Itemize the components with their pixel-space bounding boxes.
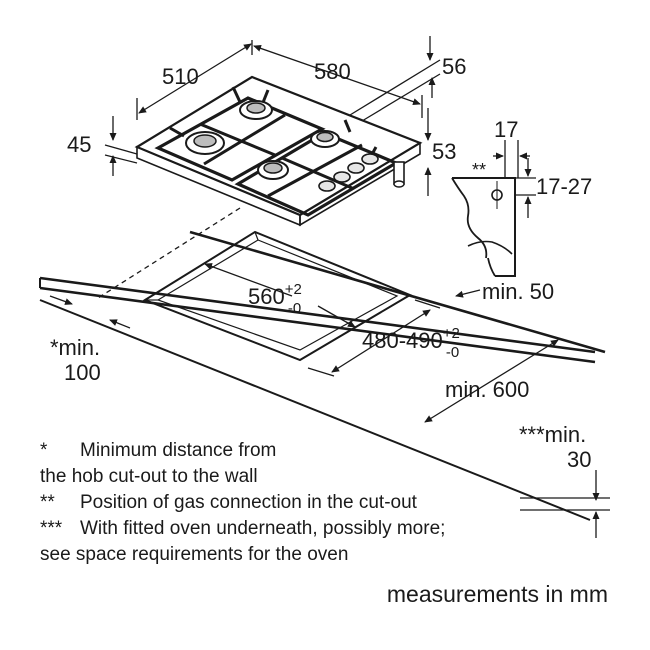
dim-cutout-width: 560+2-0 (248, 281, 302, 317)
legend-text: With fitted oven underneath, possibly mo… (80, 518, 446, 539)
legend-mark: * (40, 440, 48, 461)
dim-hob-depth: 510 (162, 64, 199, 89)
legend-text: Position of gas connection in the cut-ou… (80, 492, 417, 513)
dim-gas-height: 17-27 (536, 174, 592, 199)
gas-hob (134, 75, 423, 227)
burner-rear-right (310, 130, 340, 148)
dim-min-oven-line1: ***min. (519, 422, 586, 447)
legend-mark: ** (40, 492, 55, 513)
legend: * Minimum distance from the hob cut-out … (40, 438, 640, 568)
legend-item-wall: * Minimum distance from (40, 438, 640, 464)
gas-pipe (393, 161, 405, 188)
burner-rear-left (239, 100, 273, 120)
dim-gas-offset: 17 (494, 117, 518, 142)
legend-mark: *** (40, 518, 63, 539)
burner-front-left (185, 131, 225, 155)
dim-right-height: 53 (432, 139, 456, 164)
dim-cutout-depth: 480-490+2-0 (362, 325, 460, 361)
dimension-lines (49, 36, 610, 538)
cutout (142, 230, 413, 362)
control-knobs (318, 153, 379, 192)
projection-line (97, 207, 241, 299)
dim-min-wall-line2: 100 (64, 360, 101, 385)
gas-connection-detail (451, 140, 536, 277)
dim-right-offset: 56 (442, 54, 466, 79)
dim-gas-marker: ** (472, 160, 486, 180)
burner-front-right (257, 160, 289, 180)
legend-text-cont: the hob cut-out to the wall (40, 466, 258, 487)
dim-min-oven-line2: 30 (567, 447, 591, 472)
legend-item-gas: ** Position of gas connection in the cut… (40, 490, 640, 516)
dim-hob-width: 580 (314, 59, 351, 84)
legend-item-oven: *** With fitted oven underneath, possibl… (40, 516, 640, 542)
legend-text-cont: see space requirements for the oven (40, 544, 349, 565)
dim-min-wall-line1: *min. (50, 335, 100, 360)
dim-min-rear: min. 50 (482, 279, 554, 304)
legend-text: Minimum distance from (80, 440, 277, 461)
dim-min-worktop: min. 600 (445, 377, 529, 402)
units-note: measurements in mm (386, 581, 608, 607)
dim-left-height: 45 (67, 132, 91, 157)
